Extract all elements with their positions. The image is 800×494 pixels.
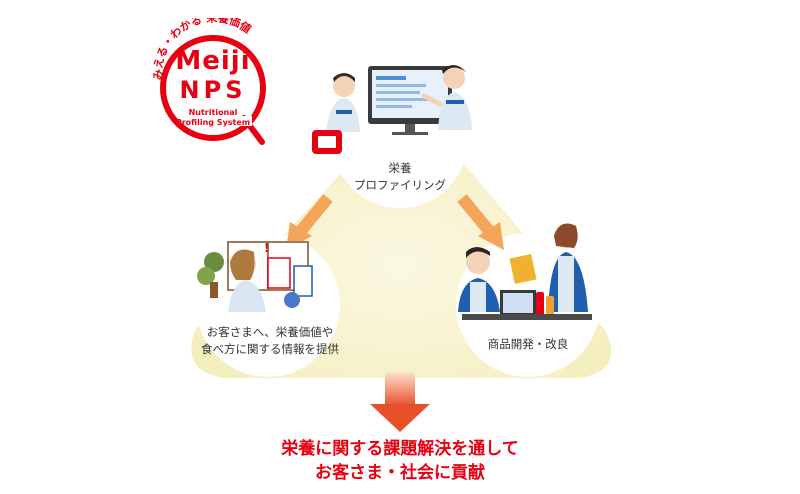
develop-label-line1: 商品開発・改良 — [487, 337, 569, 351]
profiling-label-line1: 栄養 — [388, 161, 412, 175]
profiling-illustration — [312, 65, 472, 154]
logo-arc-text: みえる・わかる 栄養価値 — [152, 18, 254, 80]
conclusion-line2: お客さま・社会に貢献 — [315, 463, 485, 483]
logo-subtitle-line1: Nutritional — [188, 108, 238, 117]
svg-text:!: ! — [264, 241, 269, 255]
inform-label-line2: 食べ方に関する情報を提供 — [201, 342, 339, 356]
inform-label: お客さまへ、栄養価値や 食べ方に関する情報を提供 — [190, 324, 350, 358]
develop-label: 商品開発・改良 — [468, 336, 588, 353]
meiji-nps-logo: みえる・わかる 栄養価値 Meiji NPS Nutritional Profi… — [148, 18, 278, 148]
logo-ring — [160, 35, 266, 145]
down-arrow — [370, 372, 430, 432]
profiling-label-line2: プロファイリング — [354, 178, 446, 192]
inform-illustration: ! — [197, 241, 313, 312]
profiling-label: 栄養 プロファイリング — [340, 160, 460, 194]
logo-brand: Meiji — [175, 46, 251, 76]
conclusion-line1: 栄養に関する課題解決を通して — [281, 439, 519, 459]
logo-nps: NPS — [179, 76, 247, 104]
logo-subtitle-line2: Profiling System — [175, 118, 251, 127]
inform-label-line1: お客さまへ、栄養価値や — [206, 325, 334, 339]
arrow-to-develop — [457, 194, 504, 250]
develop-illustration — [458, 223, 592, 320]
